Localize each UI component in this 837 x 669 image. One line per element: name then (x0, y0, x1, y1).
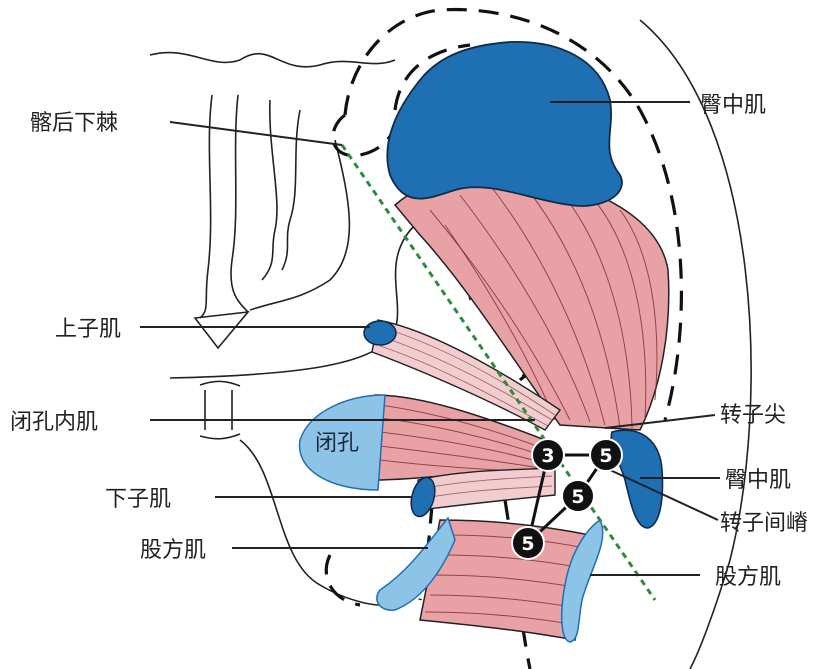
badge-label: 5 (571, 486, 584, 508)
label-obturator-internus: 闭孔内肌 (10, 410, 98, 435)
label-superior-gemellus: 上子肌 (55, 317, 121, 342)
badge-label: 3 (541, 445, 554, 467)
label-quadratus-femoris-left: 股方肌 (140, 538, 206, 563)
leader-lines (140, 101, 720, 576)
guide-line (340, 144, 657, 601)
gluteus-medius-right-shape (610, 429, 664, 529)
label-greater-trochanter-tip: 转子尖 (720, 403, 786, 428)
badge-1: 3 (531, 438, 565, 472)
label-ischial-spine: 髂后下棘 (30, 111, 118, 136)
superior-gemellus-origin (363, 320, 397, 346)
label-gluteus-medius-right: 臀中肌 (725, 468, 791, 493)
quadratus-origin-left (376, 516, 456, 611)
badge-2: 5 (589, 438, 623, 472)
badge-4: 5 (511, 526, 545, 560)
label-obturator-foramen: 闭孔 (315, 431, 359, 456)
quadratus-femoris (376, 516, 604, 643)
obturator-internus (298, 394, 546, 491)
obturator-foramen-shape (298, 394, 386, 491)
badge-label: 5 (599, 445, 612, 467)
label-inferior-gemellus: 下子肌 (105, 487, 171, 512)
badge-3: 5 (561, 479, 595, 513)
label-gluteus-medius-top: 臀中肌 (700, 93, 766, 118)
label-quadratus-femoris-right: 股方肌 (715, 565, 781, 590)
label-intertrochanteric-crest: 转子间嵴 (720, 511, 808, 536)
gluteus-medius-top-shape (386, 41, 623, 207)
superior-gemellus-group (363, 319, 562, 431)
quadratus-insertion-right (560, 518, 604, 643)
badge-label: 5 (521, 533, 534, 555)
inferior-gemellus-origin (410, 476, 436, 518)
